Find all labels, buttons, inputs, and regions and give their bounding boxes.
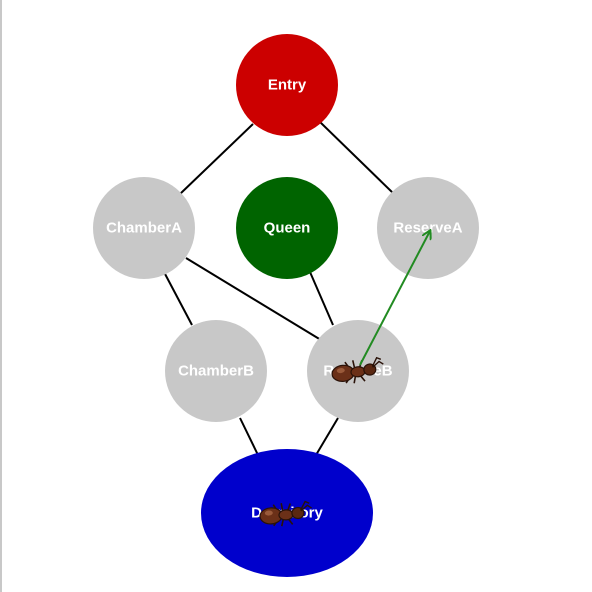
move-arrow <box>359 231 430 366</box>
canvas-border <box>0 0 2 592</box>
edges <box>163 121 395 456</box>
edge-chambera-reserveb <box>185 257 322 341</box>
node-chambera[interactable]: ChamberA <box>93 177 195 279</box>
node-chamberb[interactable]: ChamberB <box>165 320 267 422</box>
edge-reserveb-dormitory <box>315 417 339 456</box>
edge-queen-reserveb <box>309 271 334 326</box>
node-chambera-circle[interactable] <box>93 177 195 279</box>
node-reservea-label: ReserveA <box>393 220 462 237</box>
node-chamberb-circle[interactable] <box>165 320 267 422</box>
node-reservea-circle[interactable] <box>377 177 479 279</box>
node-chambera-label: ChamberA <box>106 220 182 237</box>
node-queen-circle[interactable] <box>236 177 338 279</box>
edge-entry-reservea <box>319 121 395 195</box>
node-reservea[interactable]: ReserveA <box>377 177 479 279</box>
node-chamberb-label: ChamberB <box>178 363 254 380</box>
node-entry[interactable]: Entry <box>236 34 338 136</box>
node-entry-label: Entry <box>268 77 307 94</box>
node-queen-label: Queen <box>264 220 311 237</box>
edge-chamberb-dormitory <box>239 417 259 456</box>
edge-chambera-chamberb <box>163 271 193 326</box>
node-entry-circle[interactable] <box>236 34 338 136</box>
node-queen[interactable]: Queen <box>236 177 338 279</box>
edge-entry-chambera <box>179 123 254 195</box>
